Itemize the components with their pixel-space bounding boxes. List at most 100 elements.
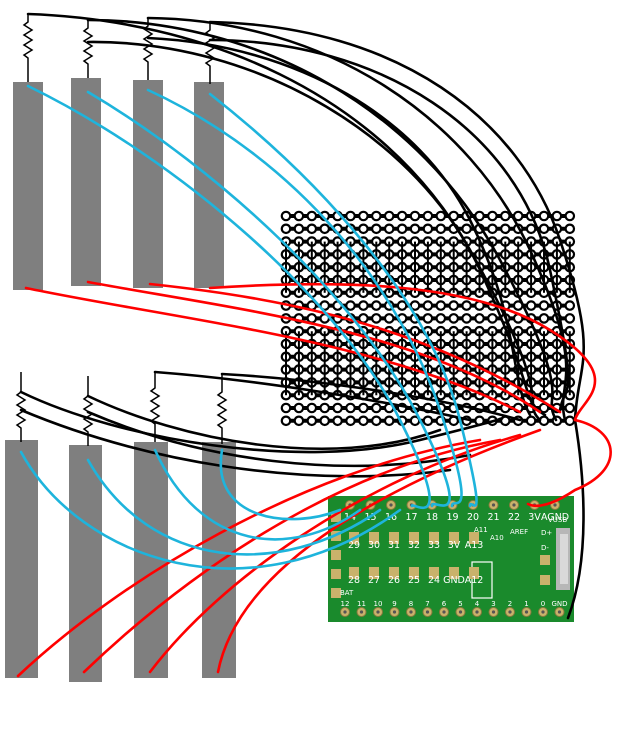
perfboard-hole [448, 313, 459, 324]
board-pad-hole [343, 610, 347, 614]
perfboard-hole [370, 313, 382, 324]
perfboard-hole [319, 223, 330, 235]
red-wire [216, 428, 542, 674]
perfboard-hole [564, 223, 576, 235]
perfboard-hole [358, 300, 369, 311]
pin-label: AGND [541, 512, 569, 523]
perfboard-hole [396, 300, 408, 311]
pin-label: 21 [487, 512, 499, 523]
black-wire [86, 394, 442, 450]
electrode-strip [69, 445, 102, 682]
pin-label: 2 [508, 600, 512, 608]
board-pad-hole [442, 610, 446, 614]
red-wire [148, 282, 562, 414]
perfboard [280, 210, 576, 427]
usb-connector-inner [560, 534, 568, 584]
pin-label: A13 [465, 540, 484, 551]
perfboard-hole [474, 313, 485, 324]
perfboard-hole [422, 313, 434, 324]
perfboard-hole [435, 313, 447, 324]
pin-label: 10 [374, 600, 383, 608]
perfboard-hole [487, 313, 498, 324]
blue-wire [86, 458, 382, 556]
black-wire [146, 16, 568, 422]
black-wire [208, 20, 586, 422]
perfboard-hole [370, 415, 382, 427]
pin-label: 3V [528, 512, 541, 523]
red-wire [208, 282, 597, 422]
pin-label: 24 [428, 575, 440, 586]
perfboard-hole [319, 402, 330, 414]
pin-label: D+ [541, 529, 552, 537]
board-pad-hole [392, 610, 397, 614]
pin-label: 18 [426, 512, 438, 523]
red-wire [24, 286, 522, 414]
board-pad-hole [409, 610, 413, 614]
blue-wire [219, 448, 342, 521]
resistor [22, 14, 34, 82]
pin-label: 26 [388, 575, 400, 586]
perfboard-hole [435, 210, 447, 222]
perfboard-hole [538, 300, 550, 311]
electrode-strip [5, 440, 38, 678]
pin-label: 3 [491, 600, 495, 608]
board-pad [349, 567, 359, 579]
red-wire [16, 438, 482, 678]
resistor [82, 20, 94, 78]
board-pad [331, 550, 341, 560]
perfboard-hole [538, 210, 550, 222]
perfboard-hole [319, 415, 330, 427]
resistor [149, 372, 161, 442]
board-pad [540, 575, 550, 585]
blue-wires [19, 84, 478, 570]
perfboard-hole [512, 210, 524, 222]
perfboard-hole [564, 402, 576, 414]
pin-label: 5 [458, 600, 462, 608]
pin-label: 22 [508, 512, 520, 523]
perfboard-hole [293, 223, 305, 235]
perfboard-hole [564, 300, 576, 311]
perfboard-hole [422, 210, 434, 222]
board-pad-hole [541, 610, 545, 614]
chip-outline [471, 561, 493, 599]
black-wire [208, 38, 570, 412]
perfboard-hole [409, 300, 421, 311]
perfboard-hole [422, 300, 434, 311]
perfboard-hole [461, 223, 472, 235]
electrode-strip [71, 78, 101, 286]
electrode-strip [133, 80, 163, 288]
board-pad [449, 532, 459, 544]
board-pad-hole [359, 610, 364, 614]
perfboard-hole [564, 415, 576, 427]
perfboard-hole [383, 415, 395, 427]
perfboard-hole [370, 210, 382, 222]
perfboard-hole [370, 402, 382, 414]
pin-label: 0 [541, 600, 545, 608]
perfboard-hole [474, 210, 485, 222]
black-wire [19, 390, 504, 454]
pin-label: 29 [348, 540, 360, 551]
blue-wire [19, 450, 402, 570]
pin-label: 25 [408, 575, 420, 586]
pin-label: A12 [465, 575, 484, 586]
perfboard-hole [306, 223, 318, 235]
board-pad-hole [524, 610, 529, 614]
pin-label: 31 [388, 540, 400, 551]
pin-label: 28 [348, 575, 360, 586]
board-pad-hole [553, 503, 557, 507]
board-pad [369, 532, 379, 544]
pin-label: D- [541, 544, 549, 552]
resistor [204, 22, 216, 84]
perfboard-hole [345, 402, 356, 414]
board-pad [469, 532, 479, 544]
perfboard-hole [293, 210, 305, 222]
bottom-electrode-strips [5, 440, 236, 682]
perfboard-hole [306, 313, 318, 324]
perfboard-hole [551, 210, 563, 222]
pin-label: 19 [446, 512, 458, 523]
red-wire [526, 418, 612, 508]
perfboard-hole [358, 223, 369, 235]
perfboard-hole [487, 223, 498, 235]
